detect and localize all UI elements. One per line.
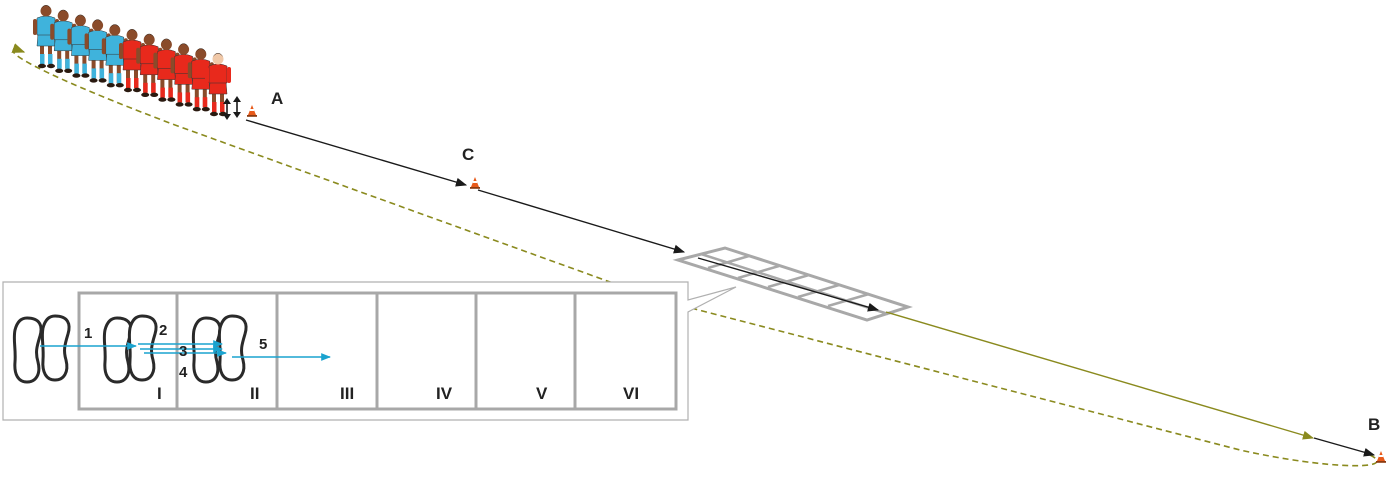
- return-path: [11, 43, 1378, 467]
- sprint-path-c-ladder: [477, 189, 686, 254]
- zone-label-2: II: [250, 384, 259, 403]
- step-label-5: 5: [259, 336, 267, 353]
- cone-c: [470, 177, 480, 189]
- zone-label-4: IV: [436, 384, 453, 403]
- sprint-path-a-c: [245, 119, 468, 187]
- zone-label-1: I: [157, 384, 162, 403]
- cone-a: [247, 105, 257, 117]
- zone-label-3: III: [340, 384, 354, 403]
- zone-label-5: V: [536, 384, 548, 403]
- point-label-a: A: [271, 89, 283, 108]
- player-queue: [33, 5, 231, 117]
- up-down-arrows-icon: [223, 96, 241, 120]
- inset-zone-grid: [77, 291, 678, 411]
- jog-path-ladder-b: [885, 311, 1315, 440]
- step-arrows: [40, 340, 331, 361]
- footprint-right-zone-1: [127, 314, 158, 382]
- inset-callout: [2, 281, 737, 421]
- zone-label-6: VI: [623, 384, 639, 403]
- footprint-right-zone-2: [217, 314, 248, 382]
- step-label-2: 2: [159, 322, 167, 339]
- step-label-1: 1: [84, 325, 92, 342]
- agility-ladder: [672, 246, 913, 322]
- step-label-3: 3: [179, 343, 187, 360]
- ladder-run-path: [697, 257, 880, 312]
- footprint-left-zone-1: [102, 316, 133, 384]
- sprint-path-to-b: [1313, 437, 1376, 457]
- point-label-c: C: [462, 145, 474, 164]
- footprint-left-start: [12, 316, 43, 384]
- step-label-4: 4: [179, 364, 188, 381]
- footprint-left-zone-2: [191, 316, 222, 384]
- footprint-right-start: [40, 314, 71, 382]
- cone-b: [1376, 451, 1386, 463]
- point-label-b: B: [1368, 415, 1380, 434]
